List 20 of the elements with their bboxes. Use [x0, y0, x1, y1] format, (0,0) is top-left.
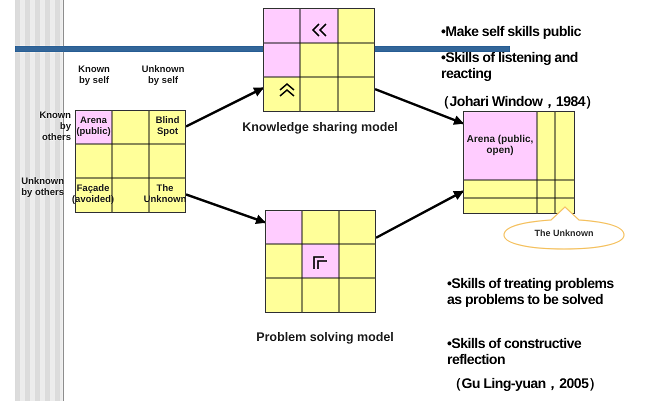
row-header: Known by others	[38, 111, 71, 144]
column-header: Known by self	[77, 65, 111, 87]
callout-bubble	[503, 206, 625, 250]
cell-label: Arena (public)	[75, 110, 112, 144]
bullet-text: •Skills of listening and reacting	[441, 49, 579, 82]
arrow	[374, 88, 464, 125]
bullet-text: •Skills of constructive reflection	[447, 335, 582, 368]
arrow	[185, 86, 264, 128]
citation: （Johari Window，1984）	[436, 93, 600, 110]
cell-label: Blind Spot	[149, 110, 186, 144]
bullet-text: •Skills of treating problems as problems to be solved	[447, 275, 615, 308]
model-caption: Knowledge sharing model	[241, 120, 399, 134]
citation: （Gu Ling-yuan，2005）	[448, 375, 603, 392]
row-header: Unknown by others	[20, 177, 64, 199]
callout-text: The Unknown	[534, 228, 594, 238]
model-caption: Problem solving model	[255, 330, 395, 344]
column-header: Unknown by self	[140, 65, 186, 87]
arrow	[375, 190, 464, 239]
bullet-text: •Make self skills public	[441, 23, 582, 40]
arrow	[186, 193, 266, 224]
